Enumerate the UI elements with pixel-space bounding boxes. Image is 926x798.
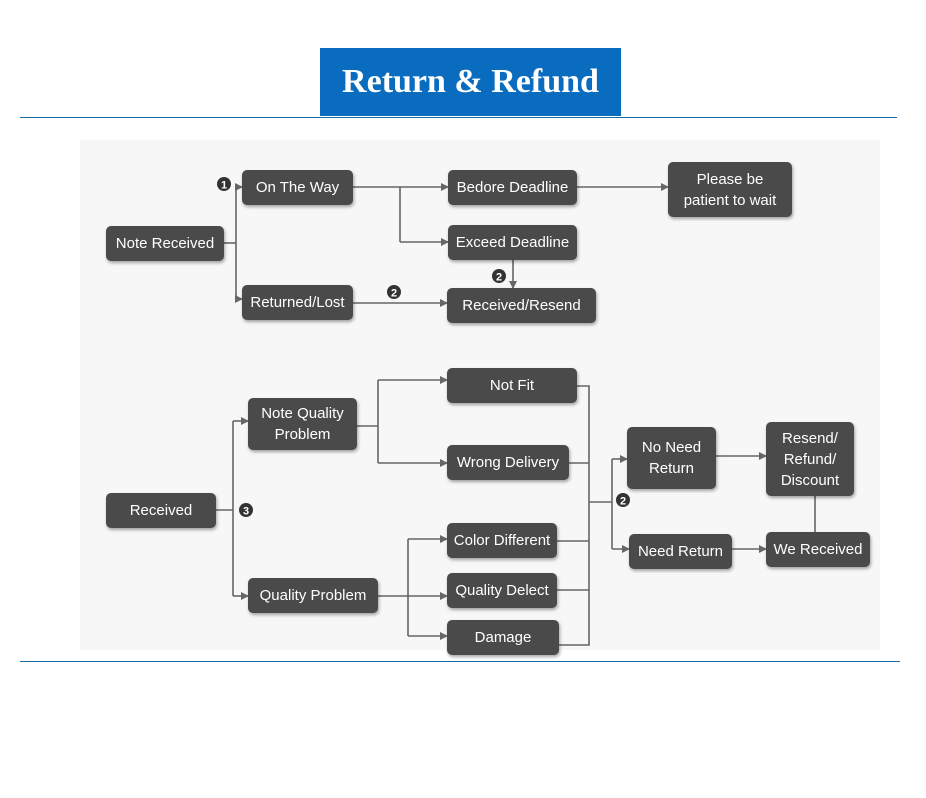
node-not-fit: Not Fit: [447, 368, 577, 403]
node-received-resend: Received/Resend: [447, 288, 596, 323]
marker-two-c-label: 2: [620, 496, 626, 508]
node-damage: Damage: [447, 620, 559, 655]
node-note-received: Note Received: [106, 226, 224, 261]
node-no-need-return: No Need Return: [627, 427, 716, 489]
top-divider: [20, 117, 897, 118]
node-need-return: Need Return: [629, 534, 732, 569]
node-exceed-deadline: Exceed Deadline: [448, 225, 577, 260]
node-note-quality-problem: Note Quality Problem: [248, 398, 357, 450]
bottom-divider: [20, 661, 900, 662]
node-before-deadline: Bedore Deadline: [448, 170, 577, 205]
node-quality-defect: Quality Delect: [447, 573, 557, 608]
marker-one-label: 1: [221, 180, 227, 192]
node-wrong-delivery: Wrong Delivery: [447, 445, 569, 480]
marker-three: 3: [239, 503, 253, 518]
marker-two-c: 2: [616, 493, 630, 508]
marker-three-label: 3: [243, 506, 249, 518]
marker-one: 1: [217, 177, 231, 192]
marker-two-b: 2: [492, 269, 506, 284]
node-resend-refund-discount: Resend/ Refund/ Discount: [766, 422, 854, 496]
node-please-wait: Please be patient to wait: [668, 162, 792, 217]
node-quality-problem: Quality Problem: [248, 578, 378, 613]
node-color-different: Color Different: [447, 523, 557, 558]
node-returned-lost: Returned/Lost: [242, 285, 353, 320]
marker-two-a-label: 2: [391, 288, 397, 300]
marker-two-b-label: 2: [496, 272, 502, 284]
page-title: Return & Refund: [320, 48, 621, 116]
edge-collect-right: [559, 385, 590, 646]
node-we-received: We Received: [766, 532, 870, 567]
node-on-the-way: On The Way: [242, 170, 353, 205]
node-received: Received: [106, 493, 216, 528]
marker-two-a: 2: [387, 285, 401, 300]
